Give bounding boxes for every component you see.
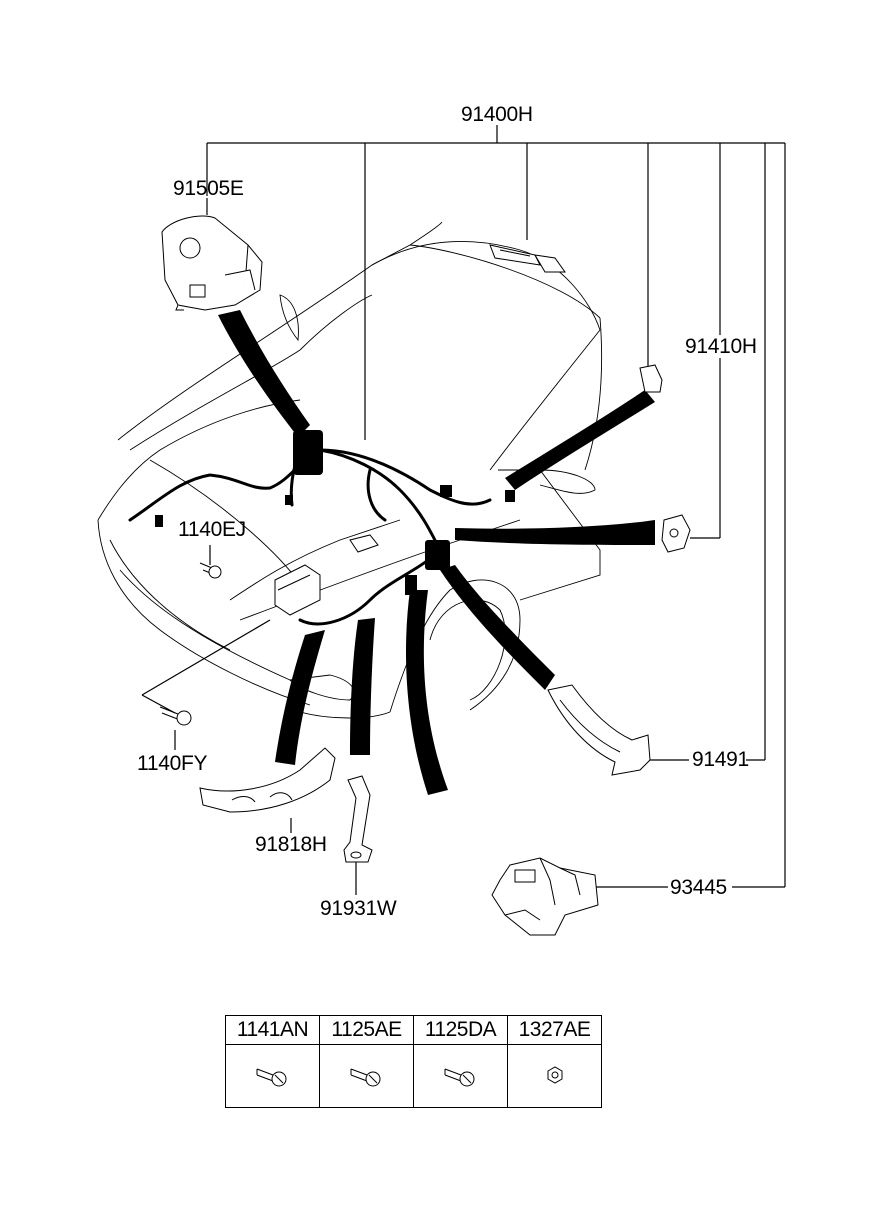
label-bolt-1140EJ: 1140EJ xyxy=(178,518,246,541)
fastener-icon-cell xyxy=(413,1044,508,1108)
label-main-harness: 91400H xyxy=(461,103,533,126)
fastener-header: 1141AN xyxy=(225,1015,320,1045)
fastener-table-icon-row xyxy=(225,1044,602,1108)
engine-bay-fuse-box xyxy=(274,534,379,616)
nut-icon xyxy=(547,1066,562,1084)
bolt-icon xyxy=(350,1068,380,1087)
label-protector-91491: 91491 xyxy=(692,748,749,771)
harness-plug-part xyxy=(489,244,566,273)
car-body-outline xyxy=(97,221,603,719)
leader-lines xyxy=(141,125,786,895)
fastener-icon-cell xyxy=(507,1044,602,1108)
label-bolt-1140FY: 1140FY xyxy=(137,752,208,775)
bracket-91818H-part xyxy=(199,747,336,813)
fuse-box-cover-part xyxy=(161,215,263,311)
fastener-table-header-row: 1141AN 1125AE 1125DA 1327AE xyxy=(225,1015,602,1045)
fastener-header: 1125AE xyxy=(319,1015,414,1045)
harness-bracket-part xyxy=(661,514,691,553)
bracket-91931W-part xyxy=(343,775,373,863)
label-bracket-91931W: 91931W xyxy=(320,897,397,920)
label-harness-bracket: 91410H xyxy=(685,335,757,358)
bolt-icon xyxy=(444,1068,474,1087)
bolt-1140FY-icon xyxy=(159,706,192,726)
fastener-header: 1125DA xyxy=(413,1015,508,1045)
harness-callout-bands xyxy=(218,310,655,795)
fastener-header: 1327AE xyxy=(507,1015,602,1045)
bolt-icon xyxy=(256,1068,286,1087)
label-bracket-91818H: 91818H xyxy=(255,833,327,856)
label-part-93445: 93445 xyxy=(670,876,727,899)
label-fuse-box-cover: 91505E xyxy=(173,177,244,200)
harness-clip-part xyxy=(639,364,663,393)
part-93445 xyxy=(491,857,599,936)
fastener-icon-cell xyxy=(225,1044,320,1108)
bolt-1140EJ-icon xyxy=(199,562,222,579)
fastener-icon-cell xyxy=(319,1044,414,1108)
harness-connectors xyxy=(155,430,515,595)
fastener-table: 1141AN 1125AE 1125DA 1327AE xyxy=(225,1015,602,1108)
protector-part xyxy=(547,684,651,776)
